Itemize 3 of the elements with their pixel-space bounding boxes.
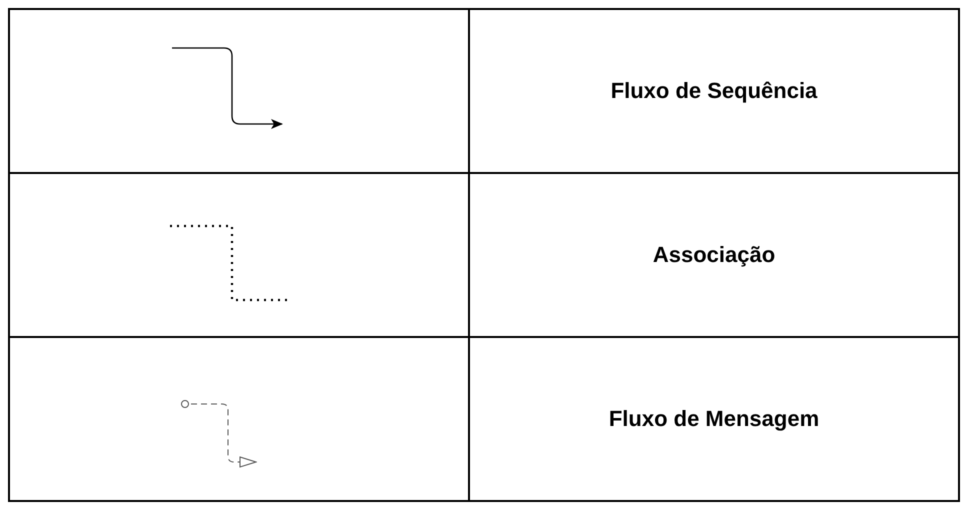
legend-label: Associação [652, 242, 776, 267]
legend-label: Fluxo de Mensagem [608, 406, 820, 431]
legend-label: Fluxo de Sequência [610, 78, 818, 103]
